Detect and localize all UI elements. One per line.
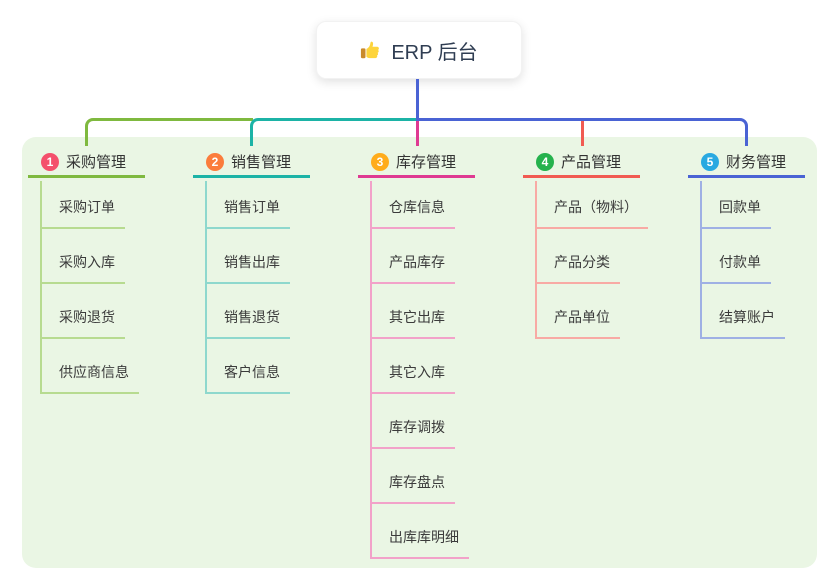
child-node[interactable]: 库存盘点 bbox=[372, 473, 455, 504]
branch-title: 采购管理 bbox=[66, 154, 127, 171]
child-node[interactable]: 产品单位 bbox=[537, 308, 620, 339]
branch-title: 产品管理 bbox=[561, 154, 622, 171]
branch-node-finance[interactable]: 5 财务管理 bbox=[688, 148, 805, 178]
branch-title: 销售管理 bbox=[231, 154, 292, 171]
root-node-erp[interactable]: ERP 后台 bbox=[316, 21, 522, 79]
branch-node-sales[interactable]: 2 销售管理 bbox=[193, 148, 310, 178]
child-node[interactable]: 其它入库 bbox=[372, 363, 455, 394]
child-node[interactable]: 采购退货 bbox=[42, 308, 125, 339]
branch-children-sales: 销售订单 销售出库 销售退货 客户信息 bbox=[205, 181, 290, 394]
child-node[interactable]: 产品分类 bbox=[537, 253, 620, 284]
branch-children-finance: 回款单 付款单 结算账户 bbox=[700, 181, 785, 339]
branch-node-purchase[interactable]: 1 采购管理 bbox=[28, 148, 145, 178]
branch-children-product: 产品（物料） 产品分类 产品单位 bbox=[535, 181, 648, 339]
branch-children-inventory: 仓库信息 产品库存 其它出库 其它入库 库存调拨 库存盘点 出库库明细 bbox=[370, 181, 469, 559]
branch-children-purchase: 采购订单 采购入库 采购退货 供应商信息 bbox=[40, 181, 139, 394]
child-node[interactable]: 仓库信息 bbox=[372, 198, 455, 229]
child-node[interactable]: 库存调拨 bbox=[372, 418, 455, 449]
child-node[interactable]: 产品（物料） bbox=[537, 198, 648, 229]
child-node[interactable]: 供应商信息 bbox=[42, 363, 139, 394]
child-node[interactable]: 销售订单 bbox=[207, 198, 290, 229]
child-node[interactable]: 产品库存 bbox=[372, 253, 455, 284]
child-node[interactable]: 付款单 bbox=[702, 253, 771, 284]
connector-drop-branch3 bbox=[415, 121, 419, 146]
connector-elbow-branch2 bbox=[250, 118, 419, 146]
child-node[interactable]: 回款单 bbox=[702, 198, 771, 229]
connector-root-stem bbox=[415, 79, 419, 121]
branch-number-badge: 3 bbox=[371, 152, 389, 171]
connector-elbow-branch1 bbox=[85, 118, 253, 146]
branch-node-inventory[interactable]: 3 库存管理 bbox=[358, 148, 475, 178]
child-node[interactable]: 销售出库 bbox=[207, 253, 290, 284]
root-node-label: ERP 后台 bbox=[391, 41, 478, 64]
connector-drop-branch4 bbox=[580, 118, 584, 146]
branch-number-badge: 2 bbox=[206, 152, 224, 171]
child-node[interactable]: 结算账户 bbox=[702, 308, 785, 339]
child-node[interactable]: 其它出库 bbox=[372, 308, 455, 339]
branch-number-badge: 4 bbox=[536, 152, 554, 171]
thumbs-up-icon bbox=[360, 39, 382, 61]
branches-panel bbox=[22, 137, 817, 568]
child-node[interactable]: 出库库明细 bbox=[372, 528, 469, 559]
child-node[interactable]: 销售退货 bbox=[207, 308, 290, 339]
branch-number-badge: 1 bbox=[41, 152, 59, 171]
branch-node-product[interactable]: 4 产品管理 bbox=[523, 148, 640, 178]
child-node[interactable]: 采购订单 bbox=[42, 198, 125, 229]
branch-title: 库存管理 bbox=[396, 154, 457, 171]
connector-elbow-branch5 bbox=[417, 118, 748, 146]
child-node[interactable]: 采购入库 bbox=[42, 253, 125, 284]
branch-number-badge: 5 bbox=[701, 152, 719, 171]
child-node[interactable]: 客户信息 bbox=[207, 363, 290, 394]
branch-title: 财务管理 bbox=[726, 154, 787, 171]
